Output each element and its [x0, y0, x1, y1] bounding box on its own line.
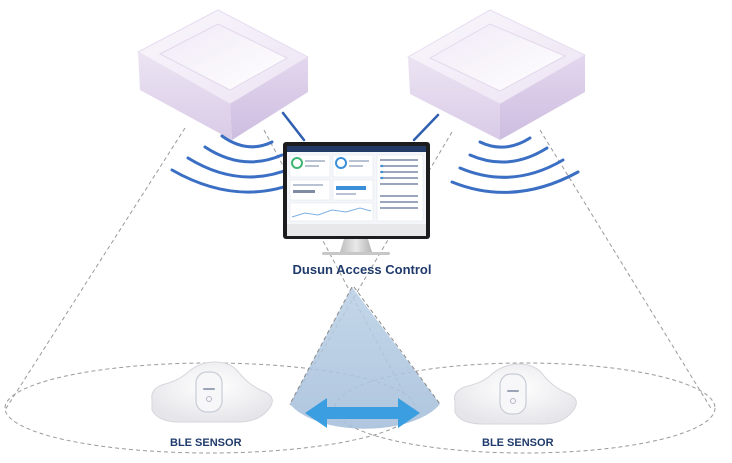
gateway-right [406, 9, 587, 140]
ble-sensor-right [454, 363, 577, 425]
signal-waves-left [170, 134, 300, 194]
dashboard-screen [287, 146, 426, 222]
signal-waves-right [450, 136, 580, 194]
network-links [281, 111, 440, 142]
link-left [281, 111, 306, 142]
link-right [412, 113, 440, 142]
detection-cone [289, 286, 441, 429]
movement-arrow-icon [305, 398, 420, 428]
gateway-left [136, 9, 310, 140]
center-label: Dusun Access Control [0, 262, 732, 277]
ble-sensor-left [151, 361, 273, 423]
coverage-area-right [334, 362, 716, 454]
monitor [283, 142, 430, 255]
sensor-left-label: BLE SENSOR [170, 437, 242, 449]
sensor-right-label: BLE SENSOR [482, 437, 554, 449]
center-label-text: Dusun Access Control [292, 262, 432, 277]
